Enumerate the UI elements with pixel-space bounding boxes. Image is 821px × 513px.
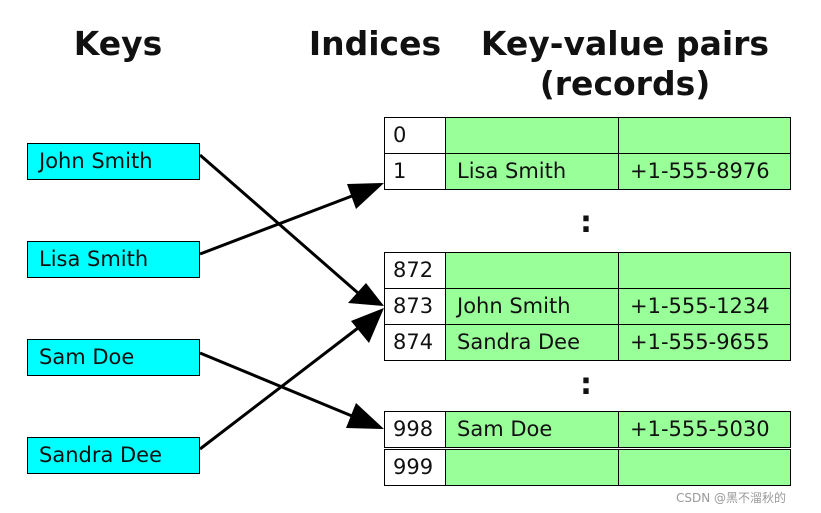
record-name-cell: [445, 117, 619, 154]
watermark-text: CSDN @黑不溜秋的: [676, 491, 787, 505]
index-cell: 874: [384, 324, 446, 361]
arrow-head-sam-doe: [346, 403, 384, 429]
key-value-pairs-heading: Key-value pairs (records): [470, 24, 780, 104]
record-phone-cell: +1-555-9655: [618, 324, 791, 361]
arrow-line-sam-doe: [199, 351, 353, 418]
record-name-cell: Sam Doe: [445, 411, 619, 448]
record-name-cell: Lisa Smith: [445, 153, 619, 190]
arrow-head-john-smith: [348, 283, 384, 306]
key-box-sandra-dee: Sandra Dee: [27, 437, 200, 474]
index-cell: 999: [384, 449, 446, 486]
record-phone-cell: +1-555-8976: [618, 153, 791, 190]
key-box-john-smith: John Smith: [27, 143, 200, 180]
ellipsis-2: :: [580, 367, 592, 402]
index-cell: 873: [384, 288, 446, 325]
key-box-sam-doe: Sam Doe: [27, 339, 200, 376]
record-name-cell: [445, 252, 619, 289]
index-cell: 998: [384, 411, 446, 448]
indices-heading: Indices: [308, 24, 442, 63]
record-name-cell: Sandra Dee: [445, 324, 619, 361]
index-cell: 1: [384, 153, 446, 190]
key-value-pairs-heading-line1: Key-value pairs: [480, 24, 770, 63]
arrow-head-sandra-dee: [351, 308, 384, 343]
key-box-lisa-smith: Lisa Smith: [27, 241, 200, 278]
record-name-cell: John Smith: [445, 288, 619, 325]
record-phone-cell: [618, 449, 791, 486]
index-cell: 0: [384, 117, 446, 154]
index-cell: 872: [384, 252, 446, 289]
arrow-line-john-smith: [199, 153, 359, 295]
arrow-line-lisa-smith: [199, 194, 353, 256]
record-phone-cell: [618, 117, 791, 154]
arrow-line-sandra-dee: [199, 326, 359, 451]
arrow-head-lisa-smith: [347, 183, 384, 209]
ellipsis-1: :: [580, 205, 592, 240]
record-phone-cell: [618, 252, 791, 289]
record-name-cell: [445, 449, 619, 486]
record-phone-cell: +1-555-5030: [618, 411, 791, 448]
record-phone-cell: +1-555-1234: [618, 288, 791, 325]
key-value-pairs-heading-line2: (records): [539, 64, 711, 103]
keys-heading: Keys: [73, 24, 163, 63]
